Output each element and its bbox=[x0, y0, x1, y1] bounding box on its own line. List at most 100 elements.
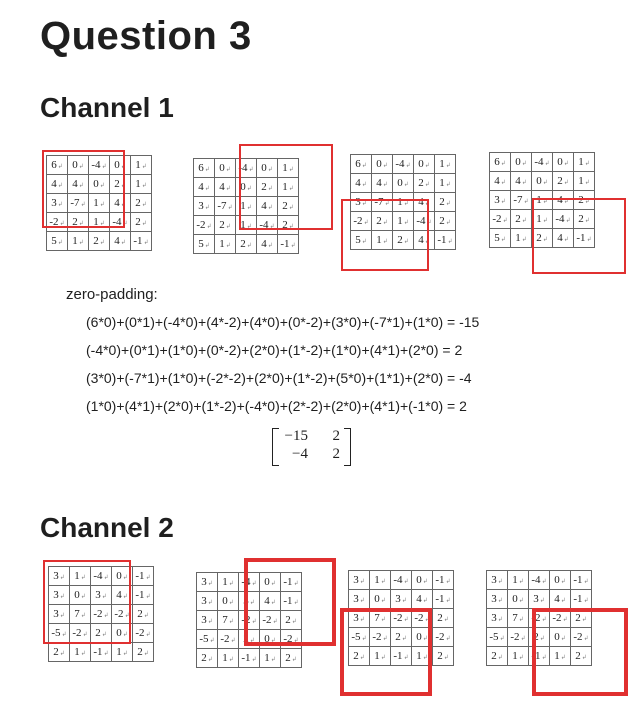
grid-cell: -5 bbox=[48, 623, 70, 643]
grid-cell: 1 bbox=[573, 152, 595, 172]
grid-cell: 1 bbox=[369, 646, 391, 666]
grid-cell: 2 bbox=[392, 230, 414, 250]
grid-cell: 0 bbox=[256, 158, 278, 178]
grid-cell: -4 bbox=[528, 570, 550, 590]
page-title: Question 3 bbox=[40, 14, 252, 58]
grid-cell: -1 bbox=[434, 230, 456, 250]
grid-cell: 0 bbox=[413, 154, 435, 174]
grid-cell: -1 bbox=[432, 570, 454, 590]
grid-cell: 2 bbox=[570, 608, 592, 628]
grid-cell: -5 bbox=[486, 627, 508, 647]
grid-cell: 4 bbox=[214, 177, 236, 197]
grid-cell: 1 bbox=[130, 155, 152, 175]
grid-cell: -2 bbox=[549, 608, 571, 628]
grid-cell: 0 bbox=[392, 173, 414, 193]
grid-cell: 2 bbox=[256, 177, 278, 197]
grid-cell: 5 bbox=[193, 234, 215, 254]
grid-cell: -1 bbox=[528, 646, 550, 666]
grid-cell: 2 bbox=[109, 174, 131, 194]
grid-cell: 2 bbox=[280, 648, 302, 668]
grid-cell: -2 bbox=[238, 610, 260, 630]
grid-cell: -1 bbox=[132, 566, 154, 586]
grid-cell: 6 bbox=[46, 155, 68, 175]
grid-cell: 2 bbox=[413, 173, 435, 193]
grid-cell: 4 bbox=[371, 173, 393, 193]
grid-cell: -2 bbox=[528, 608, 550, 628]
grid-cell: 1 bbox=[392, 192, 414, 212]
grid-cell: 2 bbox=[132, 604, 154, 624]
grid-cell: 6 bbox=[489, 152, 511, 172]
channel2-heading: Channel 2 bbox=[40, 512, 174, 543]
grid-cell: 0 bbox=[217, 591, 239, 611]
grid-cell: 5 bbox=[350, 230, 372, 250]
grid-cell: 2 bbox=[573, 209, 595, 229]
grid-cell: 0 bbox=[111, 623, 133, 643]
grid-cell: 3 bbox=[489, 190, 511, 210]
grid-cell: 4 bbox=[193, 177, 215, 197]
grid-cell: 0 bbox=[549, 627, 571, 647]
grid-cell: 3 bbox=[348, 589, 370, 609]
grid-cell: 2 bbox=[531, 228, 553, 248]
grid-cell: -5 bbox=[348, 627, 370, 647]
grid-cell: 1 bbox=[531, 209, 553, 229]
grid-cell: 3 bbox=[196, 572, 218, 592]
grid-cell: 2 bbox=[130, 212, 152, 232]
grid-cell: 0 bbox=[235, 177, 257, 197]
grid-cell: 1 bbox=[510, 228, 532, 248]
grid-cell: 1 bbox=[111, 642, 133, 662]
grid-cell: -5 bbox=[196, 629, 218, 649]
grid-cell: 4 bbox=[46, 174, 68, 194]
grid-cell: -2 bbox=[411, 608, 433, 628]
grid-cell: 1 bbox=[277, 177, 299, 197]
grid-cell: -2 bbox=[369, 627, 391, 647]
grid-cell: 1 bbox=[434, 154, 456, 174]
grid-cell: -1 bbox=[90, 642, 112, 662]
grid-cell: 2 bbox=[371, 211, 393, 231]
grid-cell: 0 bbox=[507, 589, 529, 609]
grid-cell: -1 bbox=[132, 585, 154, 605]
grid-cell: 2 bbox=[552, 171, 574, 191]
grid-cell: -1 bbox=[390, 646, 412, 666]
grid-cell: 5 bbox=[489, 228, 511, 248]
equation-3: (3*0)+(-7*1)+(1*0)+(-2*-2)+(2*0)+(1*-2)+… bbox=[86, 370, 472, 386]
grid-cell: 0 bbox=[411, 570, 433, 590]
grid-cell: 1 bbox=[67, 231, 89, 251]
grid-cell: 1 bbox=[235, 215, 257, 235]
grid-cell: 2 bbox=[214, 215, 236, 235]
grid-cell: 5 bbox=[46, 231, 68, 251]
grid-cell: 4 bbox=[109, 231, 131, 251]
grid-cell: -4 bbox=[90, 566, 112, 586]
grid-cell: 7 bbox=[369, 608, 391, 628]
channel1-matrix-grid: 60-401440213-7142-221-425124-1 bbox=[193, 158, 299, 254]
matrix-right-bracket bbox=[344, 428, 351, 466]
grid-cell: 1 bbox=[371, 230, 393, 250]
grid-cell: 3 bbox=[390, 589, 412, 609]
grid-cell: 3 bbox=[196, 610, 218, 630]
grid-cell: 1 bbox=[88, 212, 110, 232]
grid-cell: 4 bbox=[552, 228, 574, 248]
grid-cell: 2 bbox=[90, 623, 112, 643]
matrix-cell: 2 bbox=[332, 446, 341, 462]
grid-cell: 2 bbox=[570, 646, 592, 666]
grid-cell: 2 bbox=[510, 209, 532, 229]
grid-cell: 4 bbox=[67, 174, 89, 194]
grid-cell: 0 bbox=[510, 152, 532, 172]
grid-cell: -4 bbox=[88, 155, 110, 175]
grid-cell: 3 bbox=[48, 604, 70, 624]
channel1-matrix-grid: 60-401440213-7142-221-425124-1 bbox=[350, 154, 456, 250]
grid-cell: -2 bbox=[193, 215, 215, 235]
grid-cell: 3 bbox=[348, 570, 370, 590]
grid-cell: 0 bbox=[549, 570, 571, 590]
grid-cell: 0 bbox=[552, 152, 574, 172]
grid-cell: 2 bbox=[88, 231, 110, 251]
channel2-matrix-grid: 31-40-13034-137-2-22-5-220-221-112 bbox=[486, 570, 592, 666]
grid-cell: -1 bbox=[432, 589, 454, 609]
grid-cell: 6 bbox=[193, 158, 215, 178]
grid-cell: -7 bbox=[214, 196, 236, 216]
grid-cell: -1 bbox=[570, 570, 592, 590]
grid-cell: 2 bbox=[132, 642, 154, 662]
grid-cell: -7 bbox=[510, 190, 532, 210]
grid-cell: 1 bbox=[277, 158, 299, 178]
grid-cell: -1 bbox=[573, 228, 595, 248]
grid-cell: 4 bbox=[256, 196, 278, 216]
